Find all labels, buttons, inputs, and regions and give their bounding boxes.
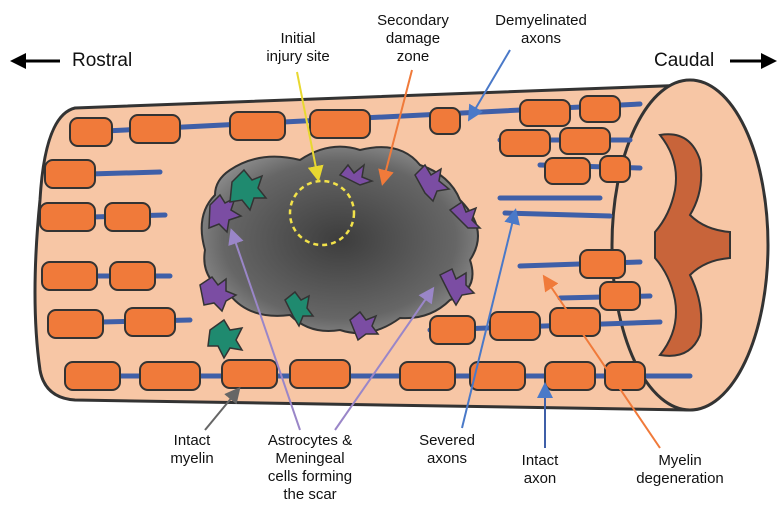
intact-myelin-label: Intact myelin [162, 432, 222, 468]
severed-axons-label: Severed axons [412, 432, 482, 468]
intact-axon-label: Intact axon [510, 452, 570, 488]
astrocytes-label: Astrocytes & Meningeal cells forming the… [255, 432, 365, 504]
rostral-arrow-icon [10, 53, 60, 69]
demyelinated-axons-label: Demyelinated axons [486, 12, 596, 48]
initial-injury-label: Initial injury site [253, 30, 343, 66]
secondary-damage-label: Secondary damage zone [368, 12, 458, 66]
rostral-label: Rostral [72, 50, 132, 72]
myelin-degeneration-label: Myelin degeneration [625, 452, 735, 488]
caudal-label: Caudal [654, 50, 714, 72]
caudal-arrow-icon [730, 53, 777, 69]
